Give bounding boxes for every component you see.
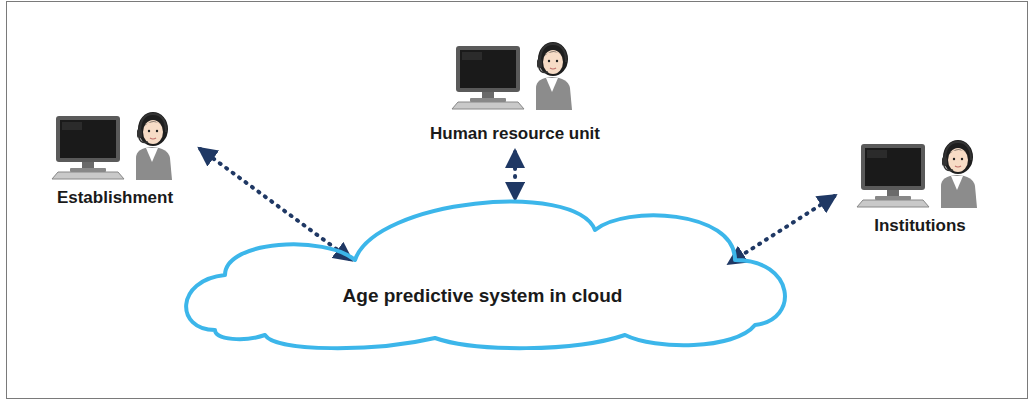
- user-icon: [48, 110, 183, 180]
- user-terminal: Human resource unit: [411, 40, 619, 144]
- user-label: Human resource unit: [411, 124, 619, 144]
- cloud-shape: Age predictive system in cloud: [175, 180, 790, 352]
- user-label: Institutions: [841, 216, 999, 236]
- user-terminal: Establishment: [36, 110, 194, 208]
- user-icon: [853, 138, 988, 208]
- dotted-connector: [200, 149, 350, 259]
- user-label: Establishment: [36, 188, 194, 208]
- cloud-label: Age predictive system in cloud: [175, 286, 790, 306]
- dotted-connector: [513, 152, 517, 198]
- cloud-outline: [175, 180, 790, 352]
- dotted-connector: [730, 196, 834, 263]
- user-terminal: Institutions: [841, 138, 999, 236]
- user-icon: [448, 40, 583, 110]
